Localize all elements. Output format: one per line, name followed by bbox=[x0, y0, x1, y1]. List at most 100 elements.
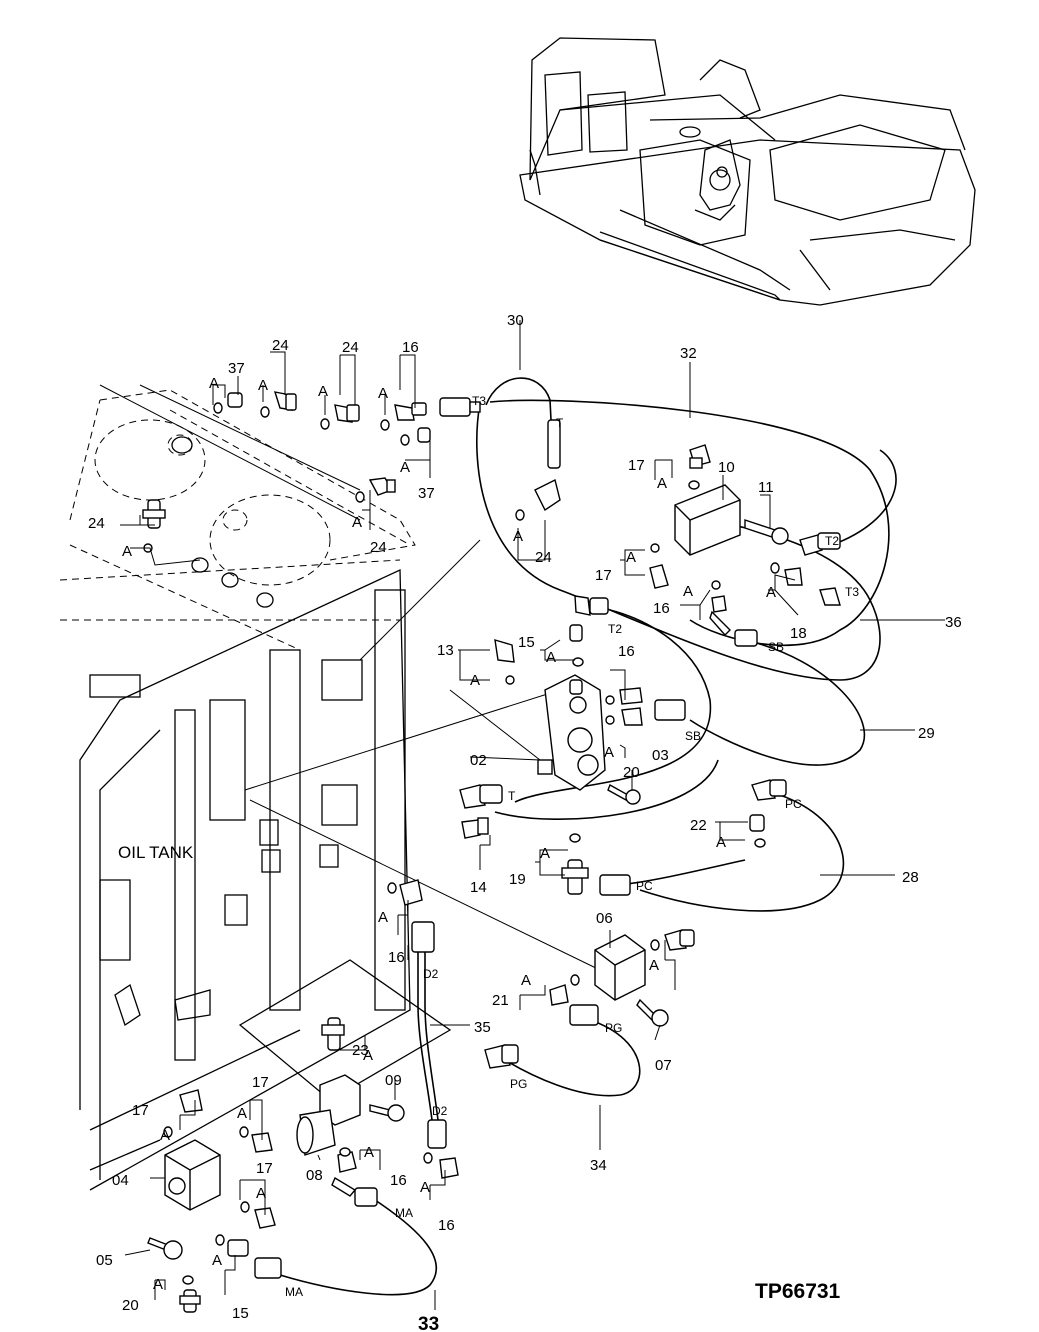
part-number-33: 33 bbox=[418, 1314, 439, 1332]
hose-35 bbox=[424, 950, 439, 1121]
part-number-22: 22 bbox=[690, 817, 707, 834]
hose-28 bbox=[639, 794, 845, 912]
part-number-30: 30 bbox=[507, 312, 524, 329]
fitting-letter-a: A bbox=[256, 1185, 266, 1202]
hose-end-ma: MA bbox=[285, 1285, 303, 1299]
fitting-letter-a: A bbox=[209, 375, 219, 392]
part-number-36: 36 bbox=[945, 614, 962, 631]
part-number-08: 08 bbox=[306, 1167, 323, 1184]
leader-lines bbox=[120, 320, 945, 1310]
part-number-19: 19 bbox=[509, 871, 526, 888]
hose-lines bbox=[279, 377, 897, 1296]
part-number-24: 24 bbox=[370, 539, 387, 556]
fitting-letter-a: A bbox=[716, 834, 726, 851]
part-number-13: 13 bbox=[437, 642, 454, 659]
hose-end-ma: MA bbox=[395, 1206, 413, 1220]
part-number-03: 03 bbox=[652, 747, 669, 764]
fitting-letter-a: A bbox=[153, 1276, 163, 1293]
fitting-letter-a: A bbox=[546, 649, 556, 666]
fitting-letter-a: A bbox=[258, 377, 268, 394]
part-number-23: 23 bbox=[352, 1042, 369, 1059]
part-number-09: 09 bbox=[385, 1072, 402, 1089]
part-number-24: 24 bbox=[535, 549, 552, 566]
fitting-letter-a: A bbox=[122, 543, 132, 560]
fitting-letter-a: A bbox=[352, 514, 362, 531]
hose-end-t2: T2 bbox=[825, 534, 839, 548]
part-number-labels: 37 24 24 16 30 32 37 24 24 24 17 10 11 17 16 18 13 15 16 36… bbox=[88, 312, 962, 1332]
fitting-letter-a: A bbox=[364, 1144, 374, 1161]
part-number-15: 15 bbox=[518, 634, 535, 651]
part-number-21: 21 bbox=[492, 992, 509, 1009]
bolt-09 bbox=[369, 1104, 391, 1117]
hose-end-sb: SB bbox=[768, 640, 784, 654]
hose-34 bbox=[504, 1019, 641, 1097]
hose-29 bbox=[689, 639, 866, 766]
part-number-24: 24 bbox=[272, 337, 289, 354]
block-04 bbox=[164, 1139, 221, 1211]
part-number-02: 02 bbox=[470, 752, 487, 769]
fitting-letter-a: A bbox=[160, 1127, 170, 1144]
part-number-16: 16 bbox=[653, 600, 670, 617]
part-number-28: 28 bbox=[902, 869, 919, 886]
part-number-17: 17 bbox=[595, 567, 612, 584]
part-number-29: 29 bbox=[918, 725, 935, 742]
part-number-35: 35 bbox=[474, 1019, 491, 1036]
hose-end-pc: PC bbox=[636, 879, 653, 893]
fitting-letter-a: A bbox=[513, 528, 523, 545]
part-number-16: 16 bbox=[402, 339, 419, 356]
part-number-05: 05 bbox=[96, 1252, 113, 1269]
fitting-letter-a: A bbox=[626, 549, 636, 566]
mounting-plate-outline bbox=[69, 384, 416, 651]
fittings bbox=[142, 391, 841, 1313]
hose-end-t3: T3 bbox=[472, 394, 486, 408]
part-number-15: 15 bbox=[232, 1305, 249, 1322]
fitting-letter-a: A bbox=[212, 1252, 222, 1269]
fitting-letter-a: A bbox=[400, 459, 410, 476]
hose-30 bbox=[476, 402, 881, 681]
part-number-10: 10 bbox=[718, 459, 735, 476]
part-number-20: 20 bbox=[623, 764, 640, 781]
fitting-letter-a: A bbox=[766, 584, 776, 601]
part-number-18: 18 bbox=[790, 625, 807, 642]
part-number-17: 17 bbox=[628, 457, 645, 474]
part-number-24: 24 bbox=[342, 339, 359, 356]
part-number-34: 34 bbox=[590, 1157, 607, 1174]
fitting-letter-a: A bbox=[649, 957, 659, 974]
fitting-letter-a: A bbox=[420, 1179, 430, 1196]
hose-end-pc: PC bbox=[785, 797, 802, 811]
part-number-11: 11 bbox=[758, 479, 774, 496]
part-number-24: 24 bbox=[88, 515, 105, 532]
hose-end-pg: PG bbox=[510, 1077, 527, 1091]
valve-blocks bbox=[147, 484, 789, 1260]
bolt-03 bbox=[607, 784, 629, 801]
part-number-16: 16 bbox=[388, 949, 405, 966]
excavator-overview-drawing bbox=[519, 37, 976, 306]
fitting-letter-a: A bbox=[683, 583, 693, 600]
part-number-20: 20 bbox=[122, 1297, 139, 1314]
hose-end-t: T bbox=[556, 416, 564, 430]
part-number-37: 37 bbox=[418, 485, 435, 502]
part-number-17: 17 bbox=[132, 1102, 149, 1119]
hose-36 bbox=[489, 399, 890, 647]
part-number-17: 17 bbox=[256, 1160, 273, 1177]
part-number-17: 17 bbox=[252, 1074, 269, 1091]
fitting-letter-a: A bbox=[378, 385, 388, 402]
hose-33 bbox=[279, 1199, 437, 1296]
hose-end-t: T bbox=[508, 789, 516, 803]
hose-end-sb: SB bbox=[685, 729, 701, 743]
hose-end-d2: D2 bbox=[423, 967, 439, 981]
part-number-16: 16 bbox=[438, 1217, 455, 1234]
part-number-37: 37 bbox=[228, 360, 245, 377]
block-10 bbox=[674, 484, 741, 556]
hose-end-pg: PG bbox=[605, 1021, 622, 1035]
part-number-16: 16 bbox=[618, 643, 635, 660]
hose-end-t3: T3 bbox=[845, 585, 859, 599]
part-number-14: 14 bbox=[470, 879, 487, 896]
part-number-32: 32 bbox=[680, 345, 697, 362]
hose-end-d2: D2 bbox=[432, 1104, 448, 1118]
oil-tank-outline bbox=[59, 539, 601, 1191]
fitting-letter-a: A bbox=[237, 1105, 247, 1122]
